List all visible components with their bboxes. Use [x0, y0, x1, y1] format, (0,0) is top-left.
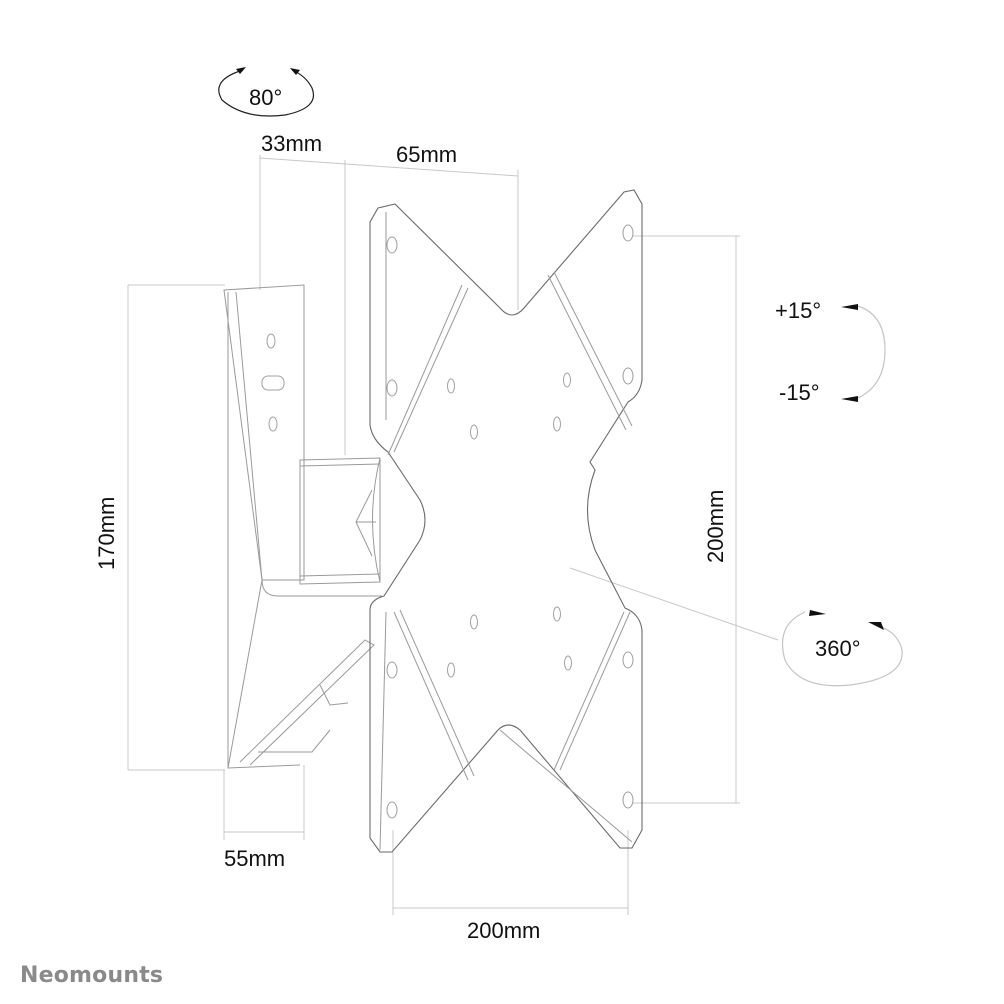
dimension-lines	[127, 155, 779, 915]
tilt-up-label: +15°	[775, 298, 822, 323]
arm-offset-label: 33mm	[261, 131, 323, 156]
swivel-indicator	[218, 67, 314, 117]
wall-plate-height-label: 170mm	[94, 496, 119, 570]
brand-logo: Neomounts	[20, 963, 164, 988]
rotate-indicator	[781, 610, 903, 687]
pivot-joint	[299, 457, 381, 585]
plate-offset-label: 65mm	[396, 142, 458, 167]
vesa-width-label: 200mm	[467, 918, 541, 943]
rotate-label: 360°	[815, 636, 861, 661]
tilt-down-label: -15°	[779, 380, 820, 405]
vesa-plate	[369, 189, 643, 853]
wall-plate-depth-label: 55mm	[224, 846, 286, 871]
swivel-label: 80°	[249, 85, 283, 110]
vesa-height-label: 200mm	[703, 489, 728, 563]
tilt-indicator	[841, 304, 886, 402]
